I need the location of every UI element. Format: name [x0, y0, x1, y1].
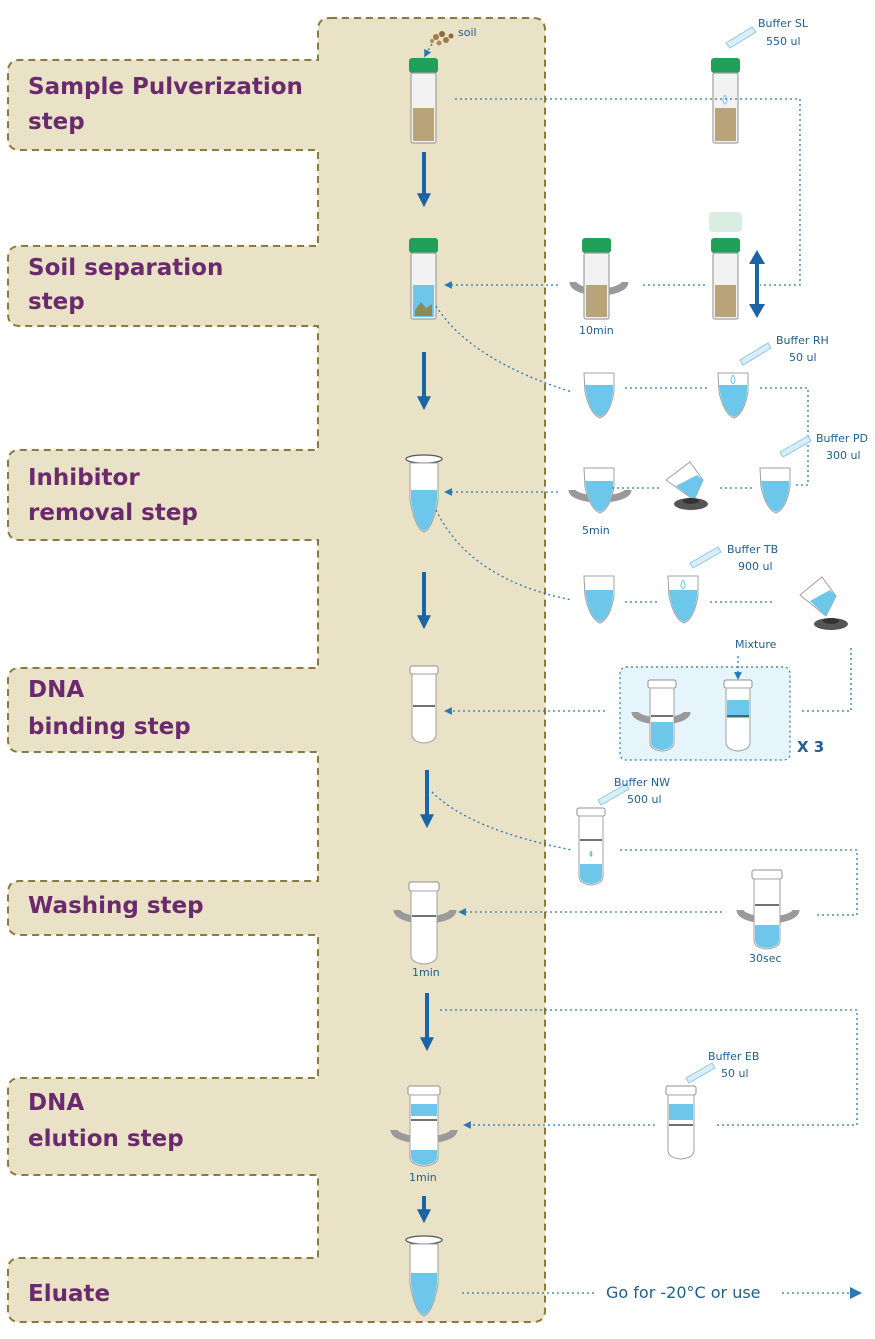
elution-column-icon — [390, 1085, 458, 1167]
connector-4 — [431, 791, 573, 851]
main-flow-arrows — [417, 152, 434, 1224]
shaking-tube-icon — [709, 212, 742, 320]
cone-tube-5-icon — [667, 575, 699, 624]
connector-3 — [435, 509, 573, 601]
end-arrow-icon — [850, 1287, 862, 1299]
buffer-tb-label: Buffer TB — [727, 543, 778, 556]
buffer-sl-label: Buffer SL — [758, 17, 809, 30]
repeat-label: X 3 — [797, 738, 824, 756]
step-6-line1: DNA — [28, 1090, 84, 1116]
pouring-column-1-icon — [665, 461, 708, 510]
time-10min: 10min — [579, 324, 614, 337]
step-4-line1: DNA — [28, 677, 84, 703]
step-1-line2: step — [28, 109, 85, 135]
buffer-eb-label: Buffer EB — [708, 1050, 759, 1063]
centrifuge-tube-10min-icon — [569, 238, 629, 320]
mixture-box — [619, 666, 791, 761]
step-5-line1: Washing step — [28, 893, 204, 919]
time-1min-b: 1min — [409, 1171, 437, 1184]
cone-tube-3-icon — [759, 467, 791, 514]
buffer-pd-volume: 300 ul — [826, 449, 861, 462]
buffer-sl-tube-icon — [711, 58, 740, 144]
eluate-tube-icon — [405, 1235, 443, 1317]
cone-tube-1-icon — [583, 372, 615, 419]
soil-particles-icon — [430, 31, 454, 46]
step-4-line2: binding step — [28, 714, 191, 740]
go-for-label: Go for -20°C or use — [606, 1283, 761, 1302]
time-5min: 5min — [582, 524, 610, 537]
buffer-rh-volume: 50 ul — [789, 351, 817, 364]
step-2-line2: step — [28, 289, 85, 315]
shake-arrow-icon — [749, 250, 765, 318]
background-panel — [7, 17, 546, 1323]
step-labels: Sample Pulverization step Soil separatio… — [28, 74, 303, 1307]
buffer-rh-label: Buffer RH — [776, 334, 829, 347]
mixture-column-icon — [723, 679, 753, 752]
buffer-eb-column-icon — [665, 1085, 697, 1160]
connector-1 — [455, 98, 801, 286]
time-1min-a: 1min — [412, 966, 440, 979]
time-30sec: 30sec — [749, 952, 782, 965]
step-3-line2: removal step — [28, 500, 198, 526]
washing-column-icon — [393, 881, 457, 965]
cone-tube-4-icon — [583, 575, 615, 624]
buffer-nw-label: Buffer NW — [614, 776, 670, 789]
centrifuge-column-icon — [631, 679, 691, 752]
step-6-line2: elution step — [28, 1126, 184, 1152]
sample-tube-icon — [409, 58, 438, 144]
step-7-line1: Eluate — [28, 1281, 110, 1307]
tube-with-lid-icon — [405, 454, 443, 533]
buffer-nw-column-icon — [576, 807, 606, 886]
connector-2 — [435, 305, 573, 393]
soil-label: soil — [458, 26, 477, 39]
mixture-label: Mixture — [735, 638, 777, 651]
buffer-sl-volume: 550 ul — [766, 35, 801, 48]
buffer-nw-volume: 500 ul — [627, 793, 662, 806]
binding-column-icon — [409, 665, 439, 744]
step-3-line1: Inhibitor — [28, 465, 140, 491]
separation-tube-icon — [409, 238, 438, 320]
step-1-line1: Sample Pulverization — [28, 74, 303, 100]
centrifuge-cone-5min-icon — [568, 467, 632, 514]
centrifuge-30sec-icon — [736, 869, 800, 950]
pipette-icon — [725, 26, 757, 49]
buffer-pd-label: Buffer PD — [816, 432, 868, 445]
pouring-column-2-icon — [799, 576, 848, 630]
cone-tube-2-icon — [717, 372, 749, 419]
step-2-line1: Soil separation — [28, 255, 223, 281]
buffer-tb-volume: 900 ul — [738, 560, 773, 573]
buffer-eb-volume: 50 ul — [721, 1067, 749, 1080]
